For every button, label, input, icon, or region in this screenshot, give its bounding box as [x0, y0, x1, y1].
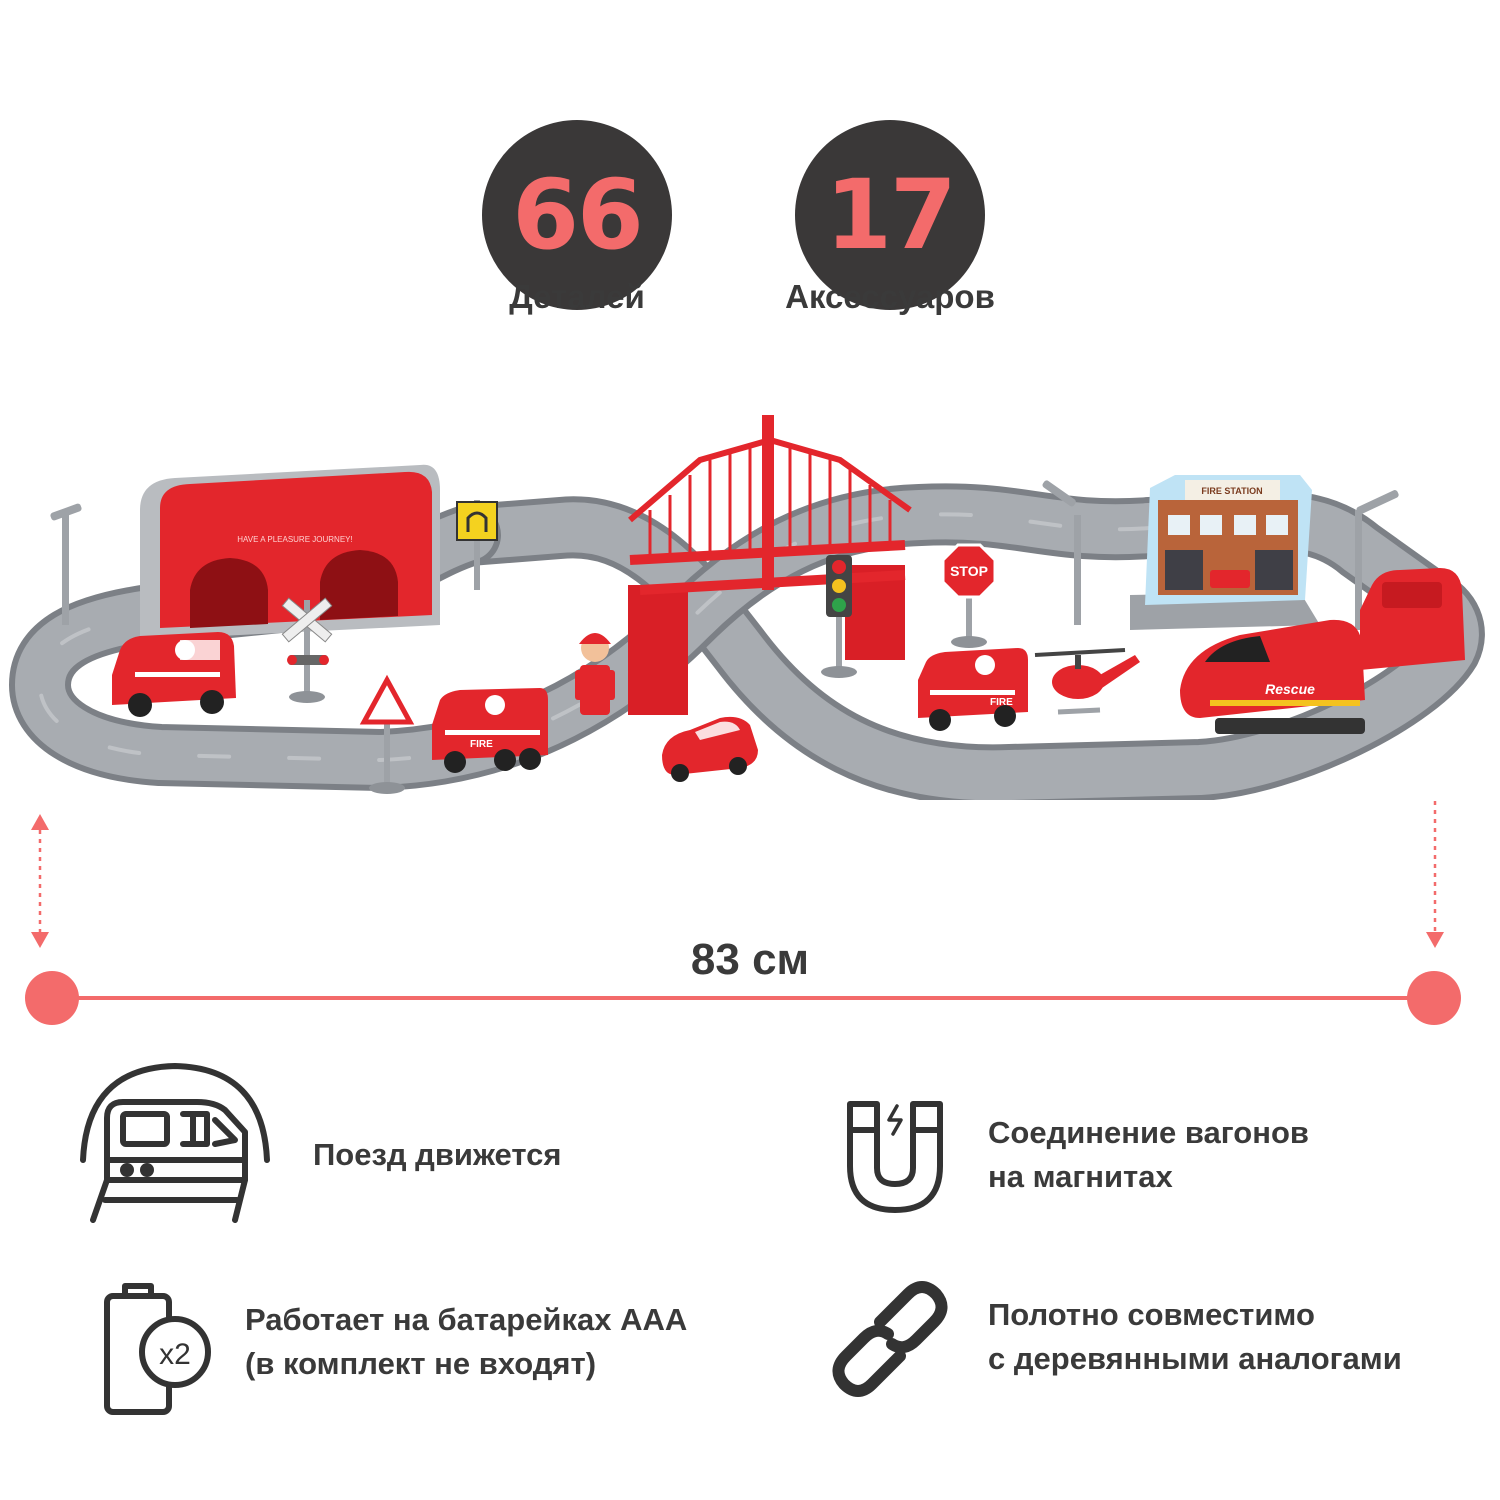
feature-compatible: Полотно совместимо с деревянными аналога…: [988, 1293, 1402, 1381]
railroad-crossing-sign: [281, 597, 333, 703]
dimension-indicator: [25, 800, 1461, 1025]
tunnel-banner: HAVE A PLEASURE JOURNEY!: [237, 535, 352, 544]
warning-sign: [359, 674, 415, 794]
street-lamps: [50, 480, 1399, 630]
stop-sign: STOP: [941, 543, 997, 648]
feature-compatible-line-1: Полотно совместимо: [988, 1297, 1315, 1332]
bridge: [628, 415, 912, 715]
accessories-count: 17: [825, 159, 957, 271]
fire-car: [662, 716, 758, 782]
feature-compatible-line-2: с деревянными аналогами: [988, 1341, 1402, 1376]
details-count: 66: [512, 159, 644, 271]
battery-icon: x2: [104, 1283, 211, 1415]
feature-batteries: Работает на батарейках ААА (в комплект н…: [245, 1298, 687, 1386]
fire-truck-right: FIRE: [918, 648, 1028, 731]
right-height-arrow: [1426, 800, 1444, 948]
tunnel-sign: [456, 500, 498, 590]
traffic-light: [821, 555, 857, 678]
fire-station: FIRE STATION: [1130, 475, 1320, 630]
firefighter-figure: [575, 633, 615, 715]
stat-circle-accessories: 17: [795, 120, 985, 310]
width-line-left-dot: [25, 971, 79, 1025]
stop-sign-text: STOP: [950, 563, 988, 579]
fire-station-sign: FIRE STATION: [1201, 486, 1262, 496]
accessories-label: Аксессуаров: [785, 278, 995, 315]
feature-magnets-line-2: на магнитах: [988, 1159, 1173, 1194]
train-logo: Rescue: [1265, 681, 1315, 697]
feature-train-moves: Поезд движется: [313, 1133, 561, 1177]
fire-truck-left: FIRE: [432, 688, 548, 773]
train-tunnel-icon: [80, 1063, 270, 1223]
feature-train-moves-line: Поезд движется: [313, 1137, 562, 1172]
feature-batteries-line-1: Работает на батарейках ААА: [245, 1302, 688, 1337]
battery-count-badge: x2: [159, 1338, 191, 1371]
width-line-right-dot: [1407, 971, 1461, 1025]
width-dimension-label: 83 см: [690, 935, 810, 984]
helicopter: [1034, 648, 1140, 715]
product-photo: HAVE A PLEASURE JOURNEY!: [9, 415, 1485, 800]
tunnel: HAVE A PLEASURE JOURNEY!: [140, 464, 440, 640]
feature-magnets-line-1: Соединение вагонов: [988, 1115, 1309, 1150]
details-label: Деталей: [509, 278, 645, 315]
left-height-arrow: [31, 814, 49, 948]
truck-left-label: FIRE: [470, 739, 493, 750]
stat-circle-details: 66: [482, 120, 672, 310]
truck-right-label: FIRE: [990, 697, 1013, 708]
magnet-icon: [847, 1101, 943, 1213]
chain-link-icon: [832, 1281, 948, 1397]
fire-ambulance: [112, 632, 236, 717]
electric-train: Rescue: [1180, 568, 1465, 734]
feature-magnets: Соединение вагонов на магнитах: [988, 1111, 1309, 1199]
feature-batteries-line-2: (в комплект не входят): [245, 1346, 597, 1381]
